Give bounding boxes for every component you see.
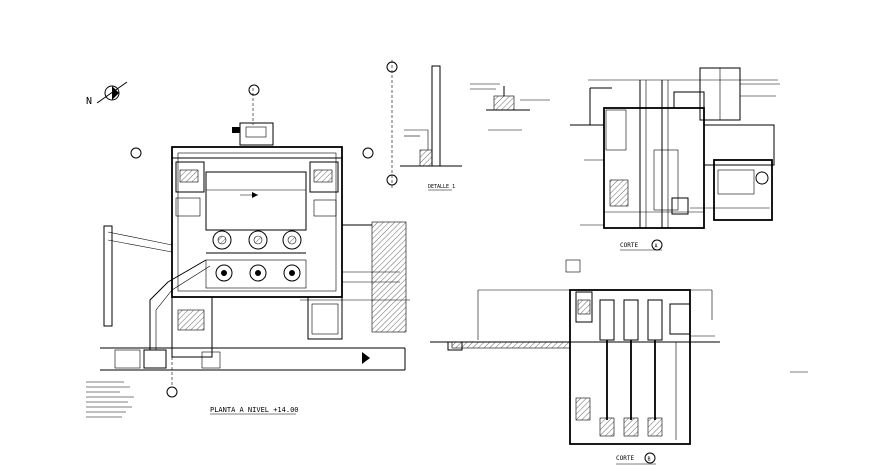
section-b-marker: B bbox=[648, 457, 651, 463]
section-b: CORTE B bbox=[430, 259, 808, 465]
north-arrow-icon: N bbox=[86, 81, 128, 107]
pump-group-top bbox=[212, 230, 302, 250]
pump-columns bbox=[599, 299, 663, 437]
north-letter: N bbox=[86, 96, 92, 107]
section-a-marker: A bbox=[655, 244, 658, 250]
plan-title: PLANTA A NIVEL +14.00 bbox=[210, 406, 299, 414]
plan-view: PLANTA A NIVEL +14.00 bbox=[86, 84, 410, 418]
section-a-label: CORTE bbox=[620, 242, 638, 249]
pump-group-bottom bbox=[215, 264, 301, 282]
detail-1: DETALLE 1 bbox=[386, 60, 550, 191]
section-a: CORTE A bbox=[570, 67, 780, 251]
section-b-label: CORTE bbox=[616, 455, 634, 462]
notes-block bbox=[86, 381, 134, 418]
detail-1-label: DETALLE 1 bbox=[428, 184, 455, 190]
